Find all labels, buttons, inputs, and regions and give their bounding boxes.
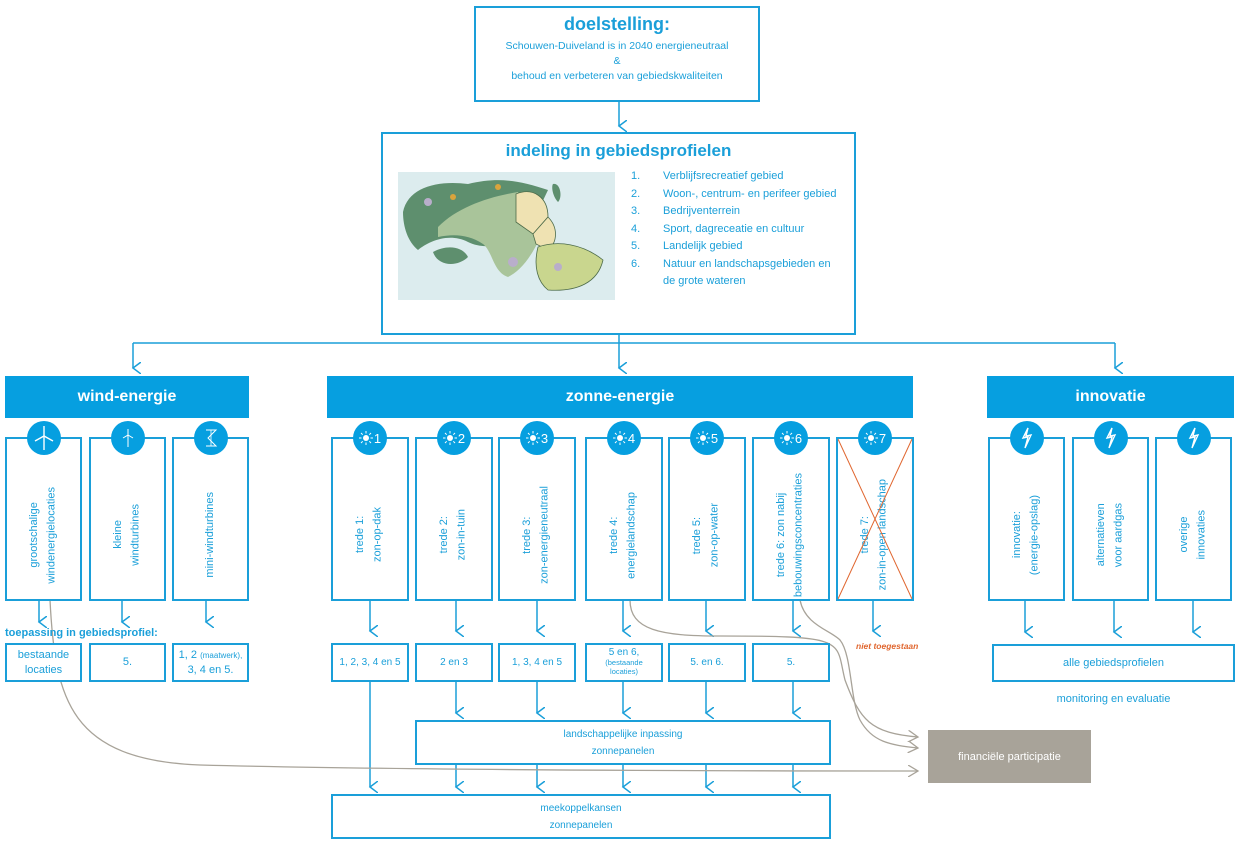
- wind-profile-mini-main: 1, 2: [178, 649, 198, 661]
- solar-profile-4: 5 en 6, (bestaande locaties): [585, 643, 663, 682]
- innovation-column-label: overige innovaties: [1177, 510, 1208, 560]
- innovation-profile-box: alle gebiedsprofielen: [992, 644, 1235, 682]
- profiles-map: [398, 172, 615, 300]
- wind-turbine-small-icon: [110, 421, 145, 455]
- solar-step-label: trede 2: zon-in-tuin: [438, 509, 468, 561]
- solar-profile-4-main: 5 en 6,: [608, 647, 640, 658]
- financial-participation-box: financiële participatie: [928, 730, 1091, 783]
- mini-windturbine-icon: [193, 421, 228, 455]
- solar-step-column: 7 trede 7: zon-in-open landschap: [836, 421, 914, 601]
- combine-box-line2: zonnepanelen: [549, 820, 613, 831]
- solar-step-column: 4 trede 4: energielandschap: [585, 421, 663, 601]
- solar-step-label: trede 5: zon-op-water: [691, 502, 721, 568]
- landscape-box: landschappelijke inpassing zonnepanelen: [415, 720, 831, 765]
- innovation-column: alternatieven voor aardgas: [1072, 421, 1149, 601]
- landscape-box-line2: zonnepanelen: [591, 746, 655, 757]
- profile-item: 3.Bedrijventerrein: [631, 205, 741, 217]
- combine-box-line1: meekoppelkansen: [540, 803, 622, 814]
- sun-icon: 2: [437, 421, 471, 455]
- wind-profile-mini-main2: 3, 4 en 5.: [187, 663, 234, 676]
- wind-profile-mini-note: (maatwerk),: [200, 651, 243, 660]
- wind-column-mini: mini-windturbines: [172, 421, 249, 601]
- solar-step-column: 6 trede 6: zon nabij bebouwingsconcentra…: [752, 421, 830, 601]
- solar-profile-6: 5.: [752, 643, 830, 682]
- innovation-header: innovatie: [987, 376, 1234, 418]
- wind-profile-small: 5.: [89, 643, 166, 682]
- solar-profile-2: 2 en 3: [415, 643, 493, 682]
- lightning-icon: [1009, 421, 1044, 455]
- solar-step-column: 2 trede 2: zon-in-tuin: [415, 421, 493, 601]
- solar-step-label: trede 1: zon-op-dak: [354, 507, 384, 563]
- sun-icon: 5: [690, 421, 724, 455]
- sun-icon: 4: [607, 421, 641, 455]
- step-number: 1: [373, 430, 382, 446]
- monitoring-note: monitoring en evaluatie: [1056, 693, 1171, 705]
- profile-item: 4.Sport, dagreceatie en cultuur: [631, 222, 805, 235]
- goal-line-1: Schouwen-Duiveland is in 2040 energieneu…: [505, 40, 729, 52]
- lightning-icon: [1176, 421, 1211, 455]
- profile-item: de grote wateren: [663, 275, 746, 287]
- solar-profile-1: 1, 2, 3, 4 en 5: [331, 643, 409, 682]
- goal-box: doelstelling: Schouwen-Duiveland is in 2…: [474, 6, 760, 102]
- profile-item: 5.Landelijk gebied: [631, 240, 743, 252]
- wind-column-label: kleine windturbines: [111, 504, 142, 566]
- sun-icon: 3: [520, 421, 554, 455]
- step-number: 6: [794, 430, 803, 446]
- solar-step-label: trede 3: zon-energieneutraal: [521, 486, 551, 584]
- step-number: 5: [710, 430, 719, 446]
- solar-profile-4-note: (bestaande locaties): [605, 658, 643, 676]
- wind-column-large: grootschalige windenergielocaties: [5, 421, 82, 601]
- wind-column-small: kleine windturbines: [89, 421, 166, 601]
- innovation-column-label: innovatie: (energie-opslag): [1010, 494, 1041, 576]
- solar-step-label: trede 4: energielandschap: [608, 491, 638, 579]
- solar-step-label: trede 6: zon nabij bebouwingsconcentrati…: [775, 472, 805, 598]
- solar-step-column: 1 trede 1: zon-op-dak: [331, 421, 409, 601]
- goal-line-2: &: [613, 55, 621, 67]
- wind-profile-mini: 1, 2 (maatwerk), 3, 4 en 5.: [172, 643, 249, 682]
- wind-column-label: grootschalige windenergielocaties: [27, 486, 58, 584]
- profile-item: 1.Verblijfsrecreatief gebied: [631, 170, 784, 182]
- wind-header: wind-energie: [5, 376, 249, 418]
- profiles-legend: 1.Verblijfsrecreatief gebied 2.Woon-, ce…: [631, 168, 856, 291]
- sun-icon: 6: [774, 421, 808, 455]
- goal-line-3: behoud en verbeteren van gebiedskwalitei…: [511, 70, 723, 82]
- step-number: 3: [540, 430, 549, 446]
- profiles-title: indeling in gebiedsprofielen: [505, 141, 732, 160]
- landscape-box-line1: landschappelijke inpassing: [563, 729, 683, 740]
- lightning-icon: [1093, 421, 1128, 455]
- wind-column-label: mini-windturbines: [203, 492, 216, 578]
- innovation-column: innovatie: (energie-opslag): [988, 421, 1065, 601]
- wind-profile-large: bestaande locaties: [5, 643, 82, 682]
- solar-header: zonne-energie: [327, 376, 913, 418]
- not-allowed-label: niet toegestaan: [856, 641, 919, 651]
- solar-profile-5: 5. en 6.: [668, 643, 746, 682]
- profile-item: 2.Woon-, centrum- en perifeer gebied: [631, 187, 837, 200]
- forbidden-cross-icon: [838, 439, 912, 599]
- solar-step-column: 3 trede 3: zon-energieneutraal: [498, 421, 576, 601]
- goal-title: doelstelling:: [563, 14, 670, 34]
- solar-profile-3: 1, 3, 4 en 5: [498, 643, 576, 682]
- wind-turbine-large-icon: [26, 421, 61, 455]
- profiles-box: indeling in gebiedsprofielen 1.Verblijfs…: [381, 132, 856, 335]
- sun-icon: 7: [858, 421, 892, 455]
- step-number: 4: [627, 430, 636, 446]
- step-number: 7: [878, 430, 887, 446]
- profile-item: 6.Natuur en landschapsgebieden en: [631, 257, 831, 270]
- sun-icon: 1: [353, 421, 387, 455]
- innovation-column: overige innovaties: [1155, 421, 1232, 601]
- innovation-column-label: alternatieven voor aardgas: [1094, 502, 1125, 568]
- combine-box: meekoppelkansen zonnepanelen: [331, 794, 831, 839]
- profile-heading: toepassing in gebiedsprofiel:: [5, 627, 158, 639]
- step-number: 2: [457, 430, 466, 446]
- solar-step-column: 5 trede 5: zon-op-water: [668, 421, 746, 601]
